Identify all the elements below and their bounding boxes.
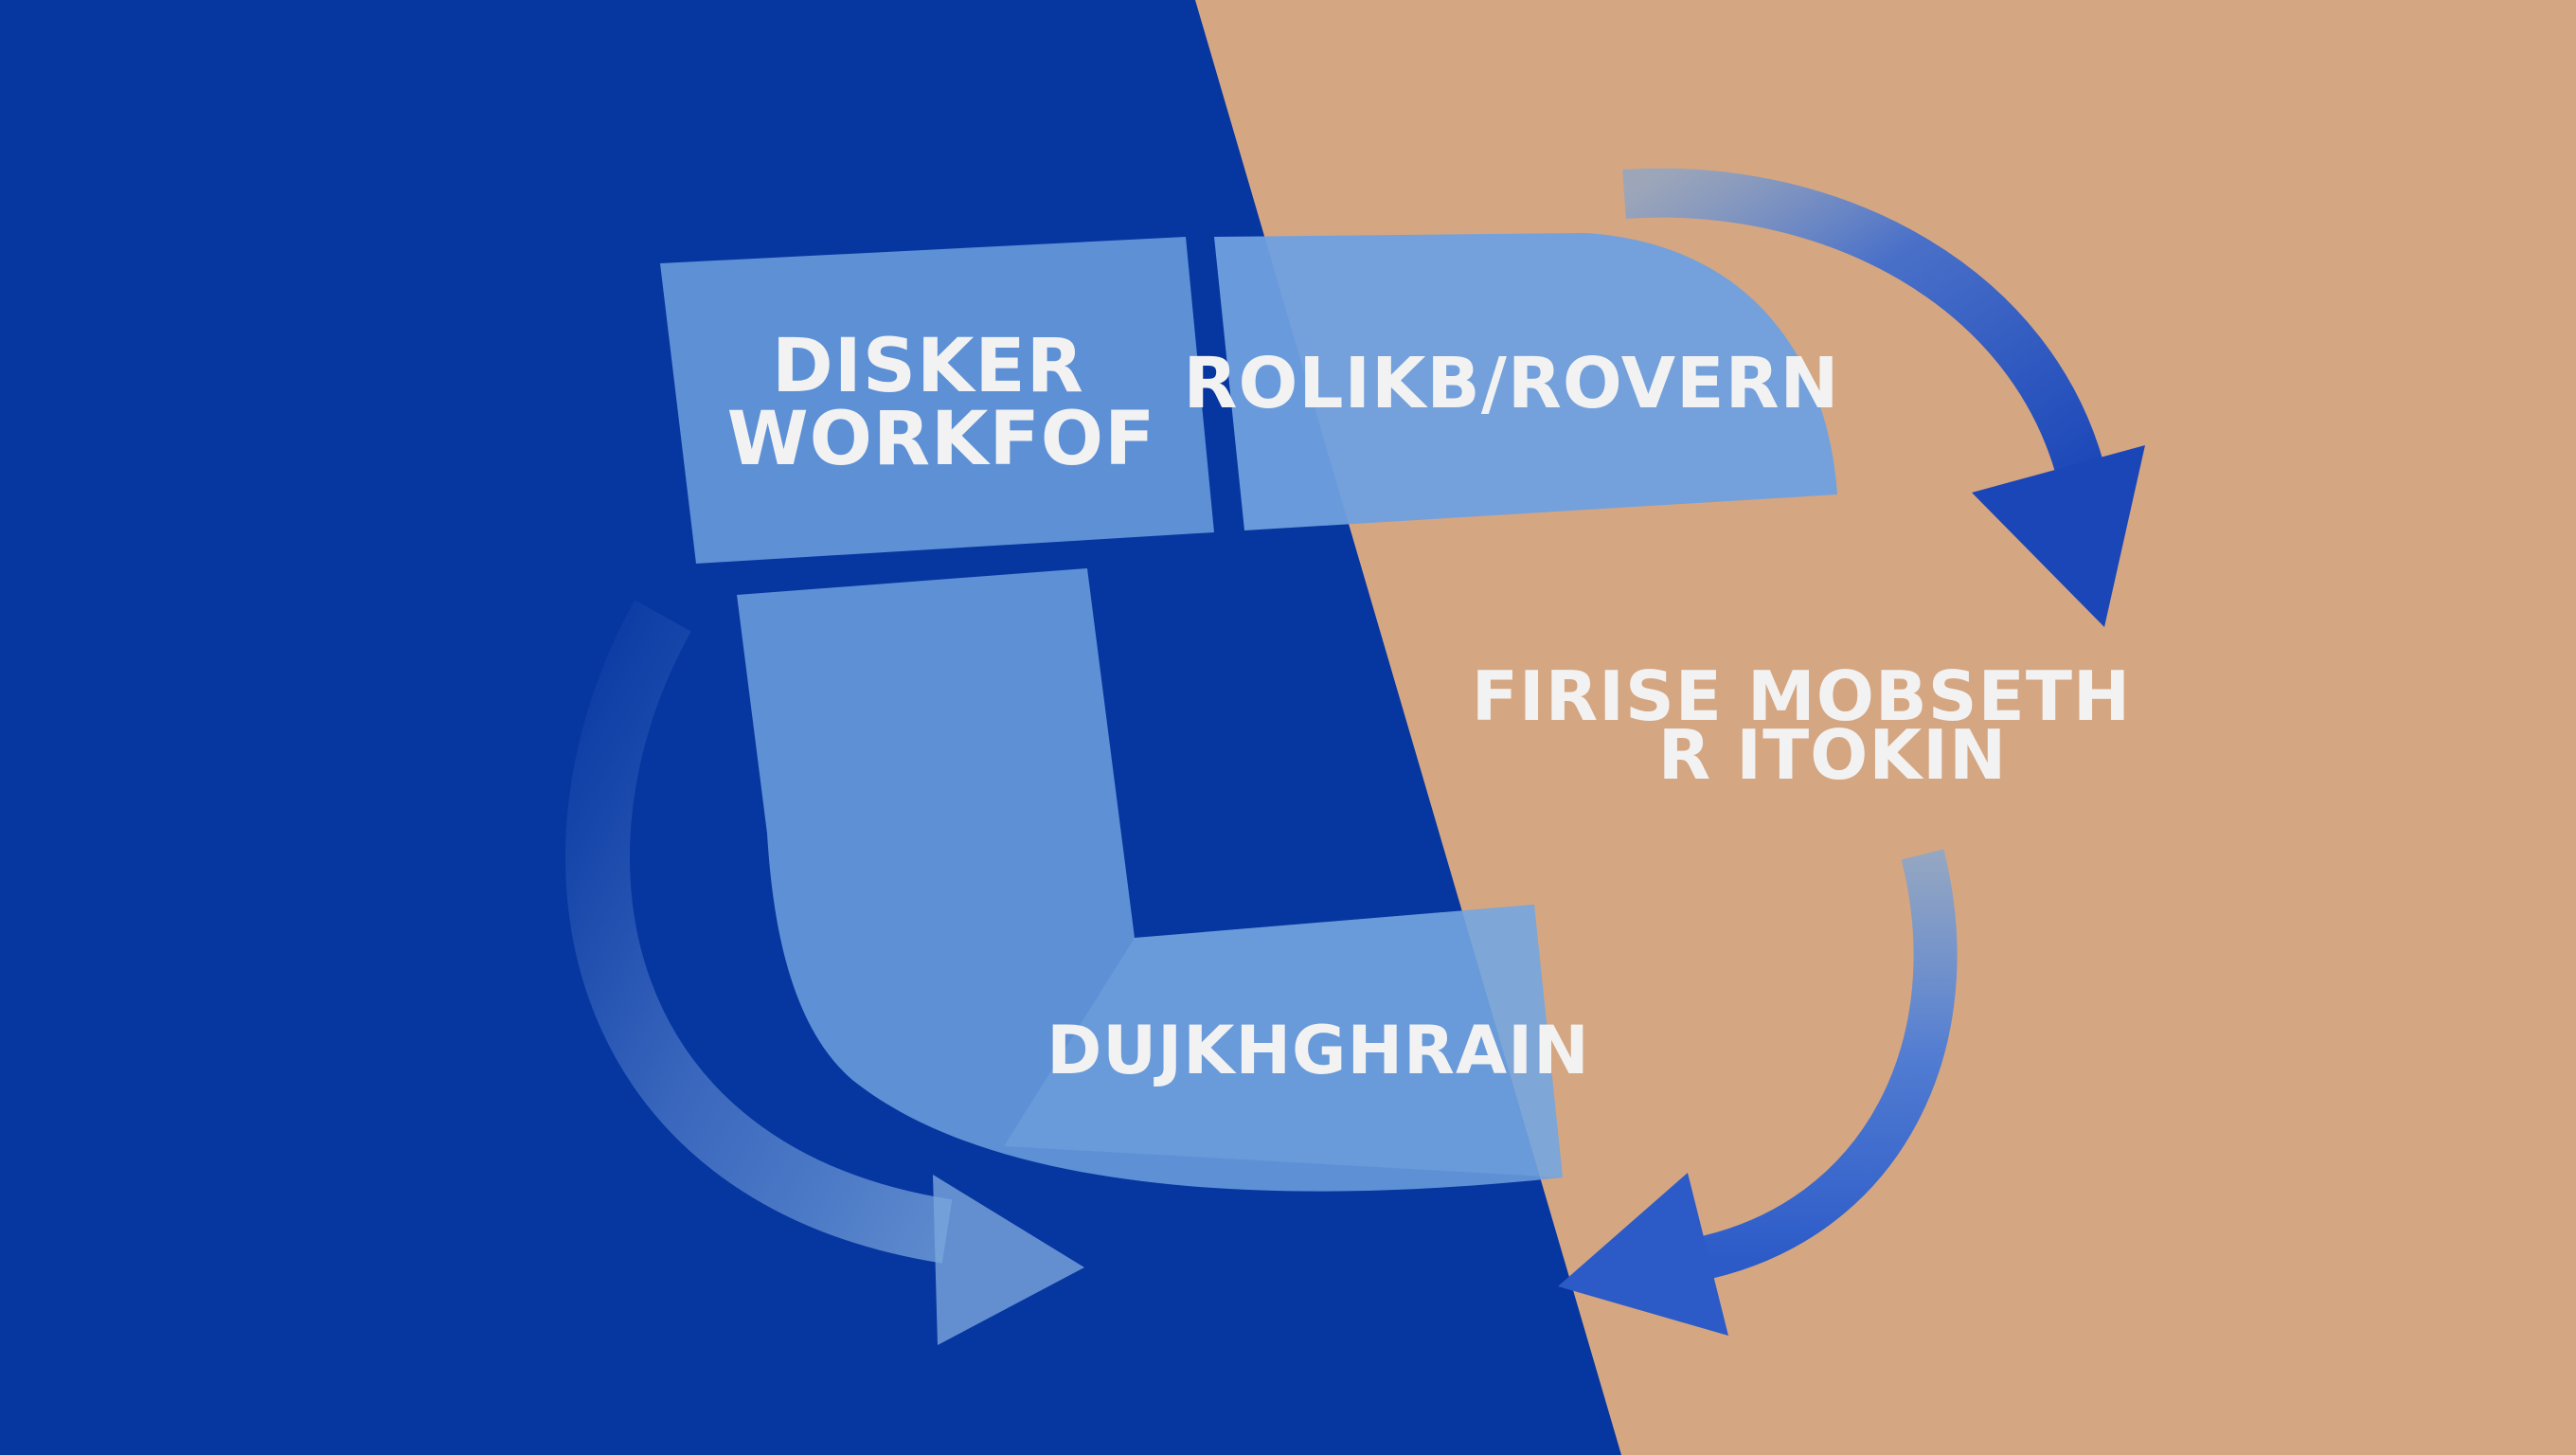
curved-arrow-down-icon — [1622, 168, 2108, 490]
disker-workfof-label: DISKER WORKFOF — [727, 324, 1156, 482]
left-arrow-head — [933, 1175, 1084, 1345]
curved-arrow-right-icon — [565, 600, 953, 1264]
dujkhghrain-box[interactable] — [737, 568, 1563, 1192]
rolikb-rovern-label: ROLIKB/ROVERN — [1184, 343, 1840, 424]
left-arrow — [565, 600, 1084, 1345]
lower-right-arrow-head — [1558, 1173, 1728, 1336]
firise-label-line1: FIRISE MOBSETH — [1472, 656, 2131, 736]
dujkhghrain-box-facet — [1004, 905, 1563, 1177]
lower-right-arrow — [1558, 849, 1958, 1336]
disker-label-line1: DISKER — [772, 324, 1084, 409]
rolikb-rovern-box[interactable] — [1214, 233, 1837, 530]
disker-label-line2: WORKFOF — [727, 397, 1156, 482]
dujkhghrain-label: DUJKHGHRAIN — [1046, 1012, 1590, 1089]
curved-arrow-down-left-icon — [1690, 849, 1958, 1282]
top-right-arrow-head — [1972, 445, 2145, 627]
firise-mobseth-label: FIRISE MOBSETH R ITOKIN — [1472, 656, 2156, 795]
top-right-arrow — [1622, 168, 2145, 627]
firise-label-line2: R ITOKIN — [1658, 715, 2007, 795]
disker-workfof-box[interactable] — [660, 237, 1214, 564]
